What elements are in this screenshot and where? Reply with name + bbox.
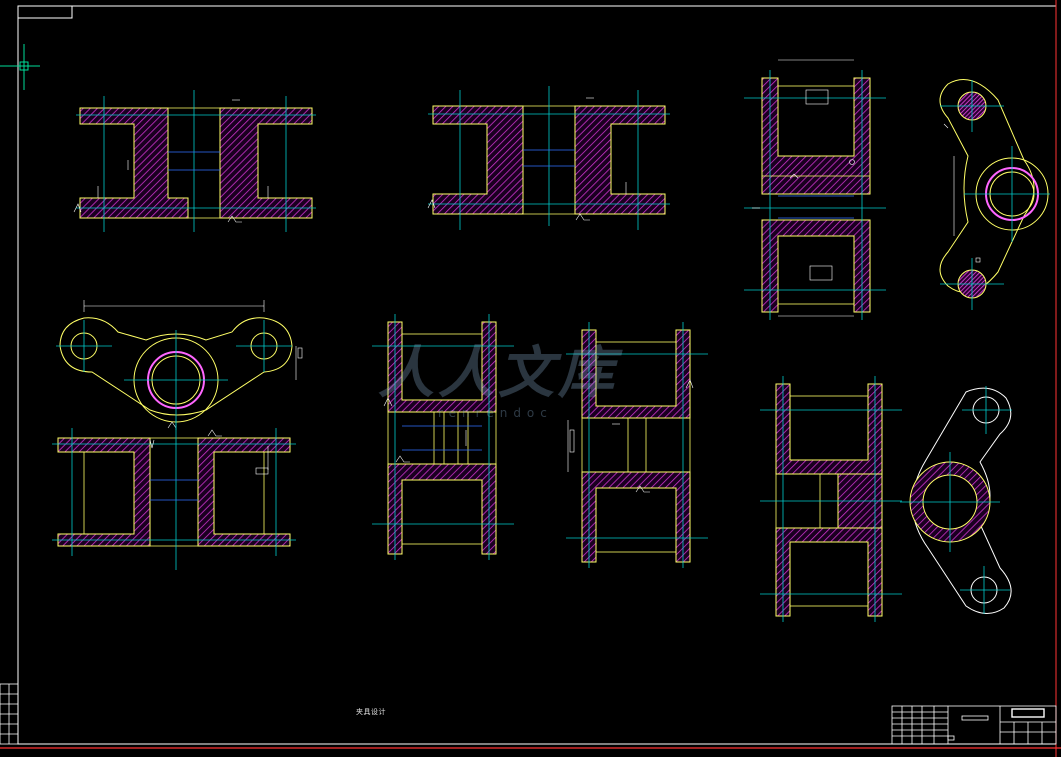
design-note: 夹具设计 xyxy=(356,708,386,716)
plan-view-link-plate-left xyxy=(56,300,303,430)
section-view-2 xyxy=(427,86,670,230)
section-view-1 xyxy=(73,90,316,232)
section-view-6 xyxy=(52,420,296,570)
section-view-8 xyxy=(566,322,708,568)
plan-view-link-plate-diagonal xyxy=(900,386,1012,614)
section-view-7 xyxy=(372,314,514,560)
title-block xyxy=(891,705,1057,745)
crosshair-icon xyxy=(0,44,40,90)
plan-view-link-plate-top xyxy=(939,79,1050,310)
section-view-3 xyxy=(744,59,886,320)
section-view-9 xyxy=(760,376,902,622)
